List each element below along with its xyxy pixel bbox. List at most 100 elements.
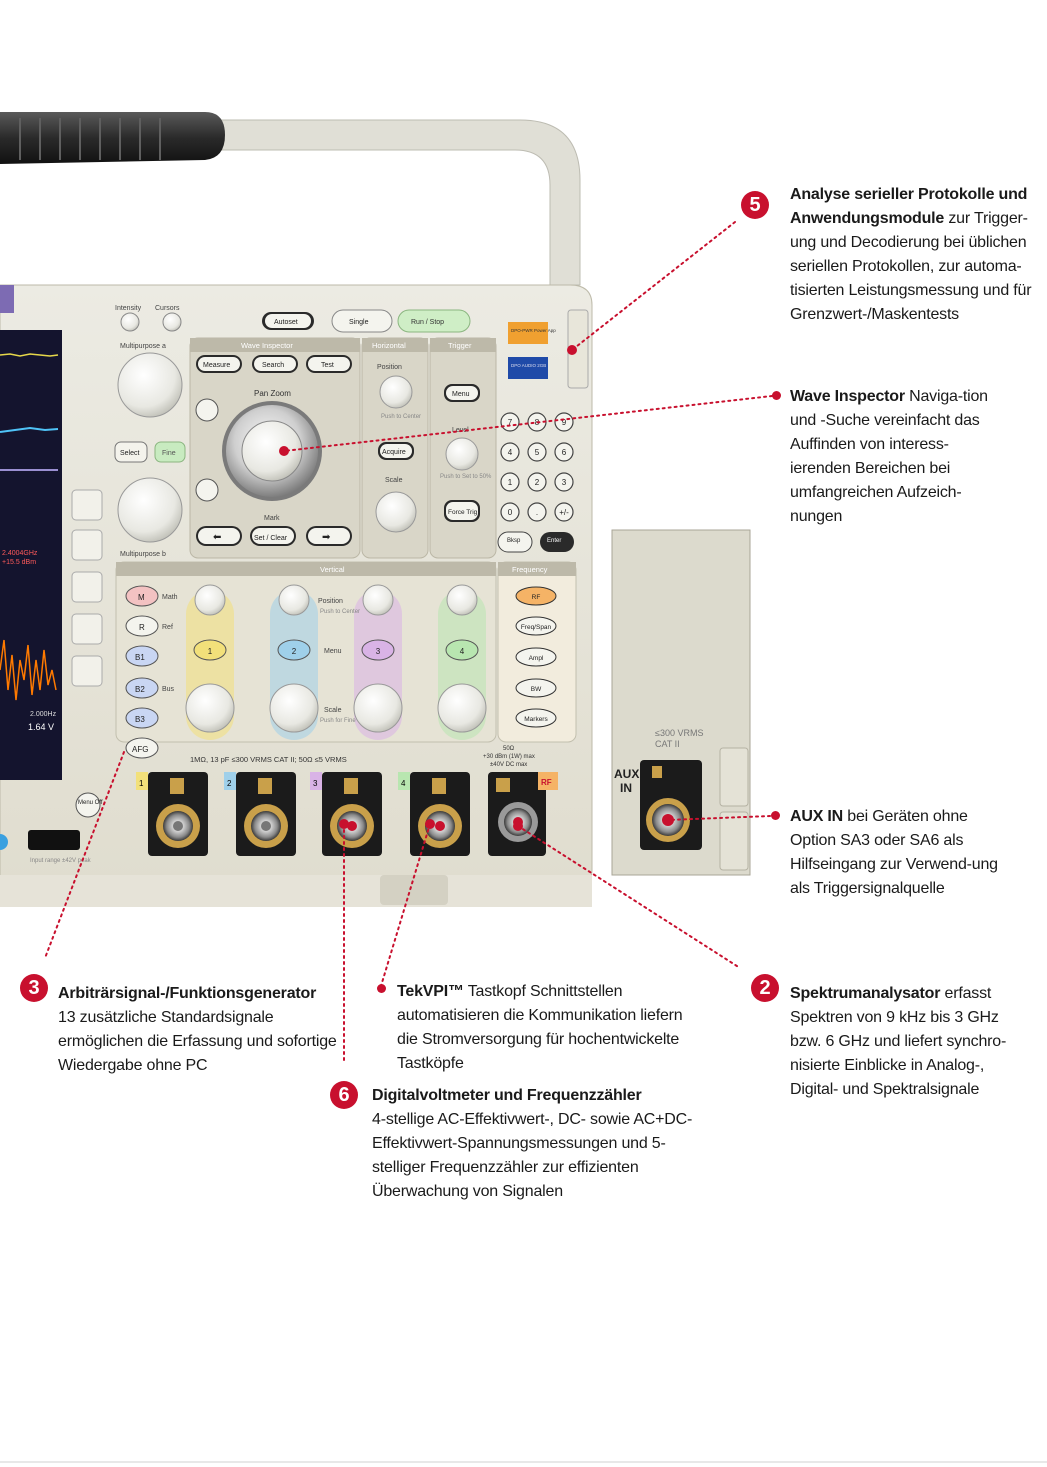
callout-spectrum: Spektrumanalysator erfasst Spektren von … xyxy=(790,982,1025,1102)
keypad-key[interactable] xyxy=(554,472,574,492)
pan-zoom-label: Pan Zoom xyxy=(254,389,291,398)
callout-serial-protocols-text: zur Trigger-ung und Decodierung bei übli… xyxy=(790,210,1032,323)
keypad-key[interactable] xyxy=(500,412,520,432)
screen-red-2: +15.5 dBm xyxy=(2,559,36,566)
frequency-button[interactable] xyxy=(515,586,557,606)
callout-tekvpi-text: Tastkopf Schnittstellen automatisieren d… xyxy=(397,983,683,1072)
h-position-label: Position xyxy=(377,364,402,371)
channel-tab xyxy=(398,772,410,790)
frequency-button[interactable] xyxy=(515,616,557,636)
input-range-label: Input range ±42V peak xyxy=(30,858,92,864)
channel-tab xyxy=(224,772,236,790)
aux-label-1: AUX xyxy=(614,767,639,781)
keypad-key-label: . xyxy=(536,508,538,517)
channel-knob[interactable] xyxy=(278,584,310,616)
channel-button[interactable] xyxy=(361,639,395,661)
keypad-key[interactable] xyxy=(527,502,547,522)
keypad-key-label: 5 xyxy=(535,448,540,457)
channel-knob[interactable] xyxy=(362,584,394,616)
v-menu-label: Menu xyxy=(324,648,342,655)
horizontal-section: Horizontal xyxy=(372,341,406,350)
multipurpose-a-label: Multipurpose a xyxy=(120,343,166,350)
channel-tab xyxy=(136,772,148,790)
keypad-key[interactable] xyxy=(500,502,520,522)
callout-dvm-text: 4-stellige AC-Effektivwert-, DC- sowie A… xyxy=(372,1111,693,1200)
frequency-section: Frequency xyxy=(512,565,548,574)
multipurpose-b-label: Multipurpose b xyxy=(120,551,166,558)
keypad-key-label: 4 xyxy=(508,448,513,457)
frequency-button-label: Freq/Span xyxy=(521,624,552,631)
keypad-key[interactable] xyxy=(527,472,547,492)
bksp-label: Bksp xyxy=(507,538,521,544)
v-push-fine: Push for Fine xyxy=(320,718,356,724)
b3-btn: B3 xyxy=(135,715,145,724)
leader-dot-aux xyxy=(771,811,780,820)
enter-label: Enter xyxy=(547,538,561,544)
vertical-section: Vertical xyxy=(320,565,345,574)
callout-afg-title: Arbiträrsignal-/Funktionsgenerator xyxy=(58,985,317,1002)
keypad-key-label: 7 xyxy=(508,418,513,427)
aux-spec-1: ≤300 VRMS xyxy=(655,728,703,738)
trigger-section: Trigger xyxy=(448,341,472,350)
callout-tekvpi: TekVPI™ Tastkopf Schnittstellen automati… xyxy=(397,980,707,1076)
channel-tab-label: 1 xyxy=(139,779,144,788)
keypad-key[interactable] xyxy=(500,472,520,492)
b1-btn: B1 xyxy=(135,653,145,662)
aux-label-2: IN xyxy=(620,781,632,795)
callout-tekvpi-title: TekVPI™ xyxy=(397,983,464,1000)
channel-knob[interactable] xyxy=(269,683,319,733)
b2-btn: B2 xyxy=(135,685,145,694)
keypad-key[interactable] xyxy=(527,442,547,462)
keypad-key-label: 9 xyxy=(562,418,567,427)
force-trig-label: Force Trig xyxy=(448,509,478,516)
channel-knob[interactable] xyxy=(194,584,226,616)
callout-number-2: 2 xyxy=(751,974,779,1002)
v-scale-label: Scale xyxy=(324,707,342,714)
keypad-key[interactable] xyxy=(554,502,574,522)
channel-knob[interactable] xyxy=(446,584,478,616)
rf-spec-2: +30 dBm (1W) max xyxy=(483,754,535,760)
screen-red-1: 2.4004GHz xyxy=(2,550,38,557)
keypad-key[interactable] xyxy=(554,412,574,432)
callout-aux-in-title: AUX IN xyxy=(790,808,844,825)
channel-button[interactable] xyxy=(193,639,227,661)
callout-wave-inspector-title: Wave Inspector xyxy=(790,388,905,405)
frequency-button[interactable] xyxy=(515,647,557,667)
set-clear-label: Set / Clear xyxy=(254,535,288,542)
frequency-button[interactable] xyxy=(515,678,557,698)
measure-label: Measure xyxy=(203,362,230,369)
keypad-key[interactable] xyxy=(554,442,574,462)
channel-button[interactable] xyxy=(445,639,479,661)
keypad-key-label: 1 xyxy=(508,478,513,487)
tekvpi-pins xyxy=(258,778,272,794)
channel-tab-label: 2 xyxy=(227,779,232,788)
keypad-key-label: 6 xyxy=(562,448,567,457)
channel-knob[interactable] xyxy=(353,683,403,733)
v-position-label: Position xyxy=(318,598,343,605)
keypad-key[interactable] xyxy=(500,442,520,462)
bnc-pin xyxy=(435,821,445,831)
channel-button[interactable] xyxy=(277,639,311,661)
callout-wave-inspector: Wave Inspector Naviga-tion und -Suche ve… xyxy=(790,385,1000,529)
callout-serial-protocols: Analyse serieller Protokolle und Anwendu… xyxy=(790,183,1042,327)
bnc-pin xyxy=(173,821,183,831)
fine-btn-label: Fine xyxy=(162,450,176,457)
channel-tab-label: 3 xyxy=(313,779,318,788)
channel-knob[interactable] xyxy=(185,683,235,733)
push-to-set-label: Push to Set to 50% xyxy=(440,474,492,480)
callout-number-6: 6 xyxy=(330,1081,358,1109)
bnc-pin xyxy=(347,821,357,831)
callout-spectrum-text: erfasst Spektren von 9 kHz bis 3 GHz bzw… xyxy=(790,985,1007,1098)
tekvpi-pins xyxy=(170,778,184,794)
channel-button-label: 3 xyxy=(376,647,381,656)
channel-knob[interactable] xyxy=(437,683,487,733)
m-btn: M xyxy=(138,593,145,602)
tekvpi-pins xyxy=(432,778,446,794)
callout-serial-protocols-title: Analyse serieller Protokolle und Anwendu… xyxy=(790,186,1028,227)
menu-off-label: Menu Off xyxy=(78,800,103,806)
frequency-button[interactable] xyxy=(515,708,557,728)
math-label: Math xyxy=(162,594,178,601)
